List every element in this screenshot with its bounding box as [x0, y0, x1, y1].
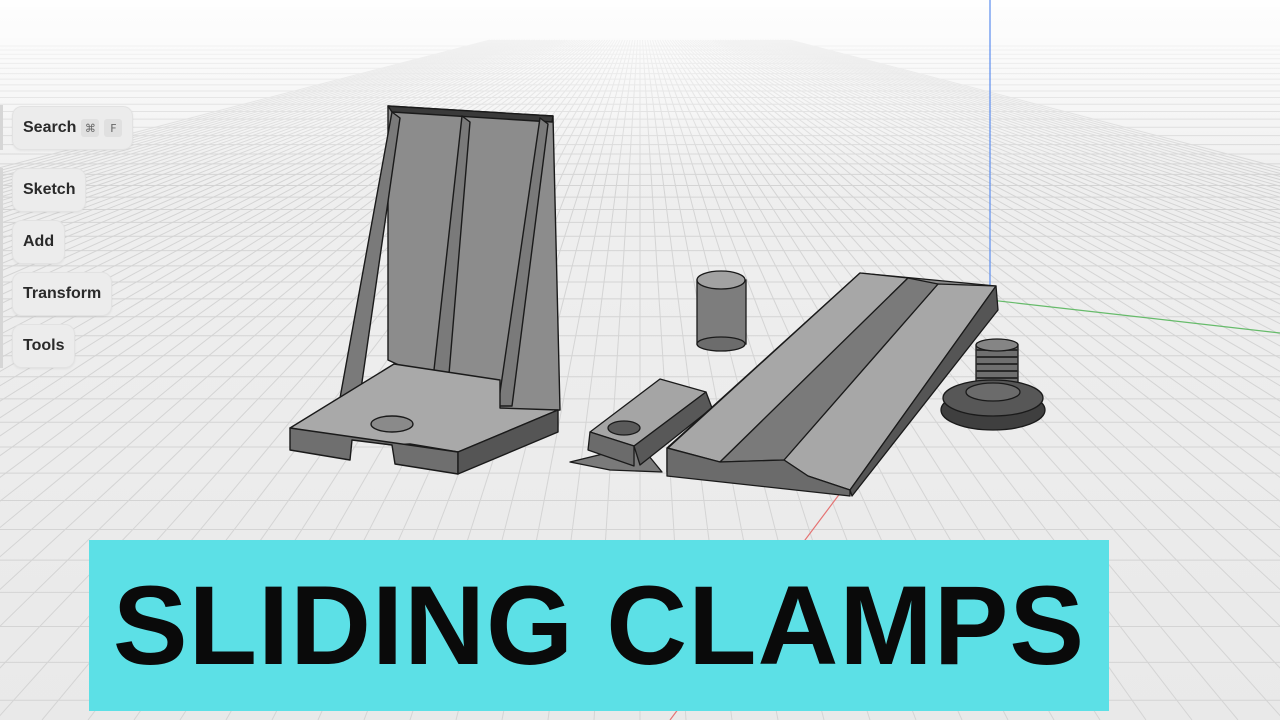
add-label: Add	[23, 233, 55, 250]
sketch-button[interactable]: Sketch	[12, 168, 87, 212]
sketch-label: Sketch	[23, 181, 76, 198]
search-label: Search	[23, 119, 77, 136]
cylinder-part	[696, 270, 747, 352]
title-banner: SLIDING CLAMPS	[89, 540, 1109, 711]
command-key-icon: ⌘	[81, 119, 100, 137]
bracket-part	[289, 105, 561, 475]
transform-label: Transform	[23, 285, 102, 302]
sidebar-edge	[0, 105, 3, 150]
title-text: SLIDING CLAMPS	[112, 562, 1086, 688]
knob-screw-part	[940, 338, 1046, 431]
tools-button[interactable]: Tools	[12, 324, 76, 368]
y-axis	[989, 299, 1280, 334]
tools-label: Tools	[23, 337, 65, 354]
slider-nut-part	[569, 378, 713, 473]
add-button[interactable]: Add	[12, 220, 66, 264]
sidebar-edge	[0, 168, 3, 368]
search-button[interactable]: Search ⌘ F	[12, 106, 134, 150]
transform-button[interactable]: Transform	[12, 272, 113, 316]
rail-part	[666, 272, 999, 497]
f-key-badge: F	[104, 119, 123, 137]
